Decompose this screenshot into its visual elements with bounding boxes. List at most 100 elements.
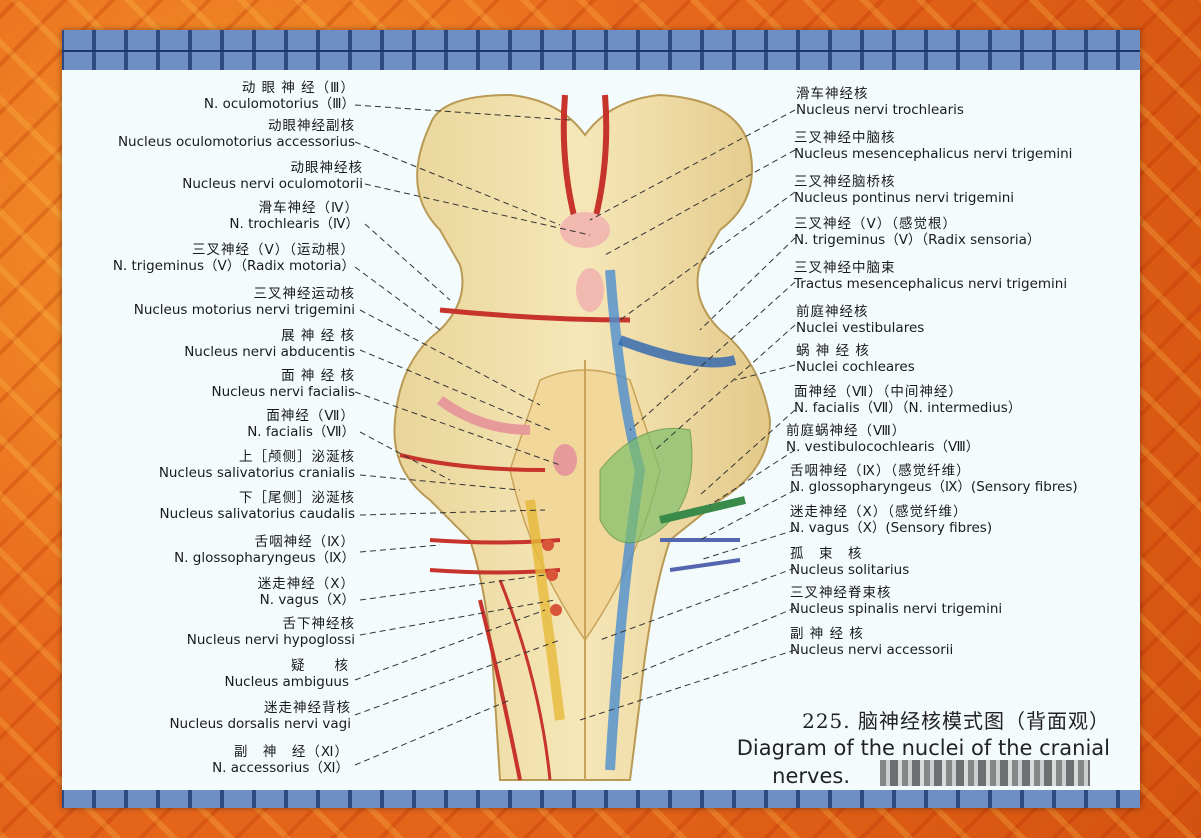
label-en: N. oculomotorius（Ⅲ）: [203, 96, 355, 112]
label-zh: 面神经（Ⅶ）（中间神经）: [794, 384, 963, 400]
label-zh: 迷走神经（Ⅹ）（感觉纤维）: [790, 504, 968, 520]
caption-title-en-1: Diagram of the nuclei of the cranial: [736, 736, 1110, 760]
label-en: Nucleus motorius nervi trigemini: [133, 302, 355, 318]
label-zh: 疑 核: [291, 658, 349, 674]
label-accessory-oculomotor-nucleus: 动眼神经副核 Nucleus oculomotorius accessorius: [118, 118, 355, 150]
label-zh: 迷走神经（Ⅹ）: [257, 576, 355, 592]
label-zh: 三叉神经中脑束: [794, 260, 896, 276]
label-en: N. vagus（Ⅹ）: [259, 592, 355, 608]
label-en: N. trigeminus（Ⅴ）（Radix sensoria）: [794, 232, 1041, 248]
label-abducens-nucleus: 展 神 经 核 Nucleus nervi abducentis: [184, 328, 355, 360]
label-en: Nucleus oculomotorius accessorius: [117, 134, 355, 150]
label-en: N. trochlearis（Ⅳ）: [229, 216, 359, 232]
label-nucleus-ambiguus: 疑 核 Nucleus ambiguus: [225, 658, 349, 690]
label-en: N. glossopharyngeus（Ⅸ）(Sensory fibres): [790, 479, 1078, 495]
bottom-border-band: [62, 790, 1140, 808]
label-en: N. vagus（Ⅹ）(Sensory fibres): [790, 520, 993, 536]
label-vagus-sensory: 迷走神经（Ⅹ）（感觉纤维） N. vagus（Ⅹ）(Sensory fibres…: [790, 504, 992, 536]
label-dorsal-vagal-nucleus: 迷走神经背核 Nucleus dorsalis nervi vagi: [169, 700, 351, 732]
label-en: N. facialis（Ⅶ）: [247, 424, 355, 440]
label-en: Nucleus nervi hypoglossi: [186, 632, 355, 648]
label-zh: 展 神 经 核: [281, 328, 355, 344]
label-zh: 舌下神经核: [282, 616, 355, 632]
label-zh: 舌咽神经（Ⅸ）（感觉纤维）: [790, 463, 971, 479]
label-zh: 滑车神经核: [796, 86, 869, 102]
label-zh: 前庭蜗神经（Ⅷ）: [786, 423, 907, 439]
publisher-stamp: [880, 760, 1090, 786]
label-trochlear-nucleus: 滑车神经核 Nucleus nervi trochlearis: [796, 86, 964, 118]
caption-title-en-2: nerves.: [772, 764, 850, 788]
label-zh: 动眼神经副核: [268, 118, 355, 134]
label-en: Nucleus nervi abducentis: [184, 344, 355, 360]
label-zh: 动眼神经核: [290, 160, 363, 176]
label-zh: 三叉神经脊束核: [790, 585, 892, 601]
label-en: Nucleus spinalis nervi trigemini: [790, 601, 1003, 617]
label-en: Nucleus ambiguus: [224, 674, 349, 690]
label-zh: 迷走神经背核: [264, 700, 351, 716]
label-zh: 面神经（Ⅶ）: [266, 408, 355, 424]
label-vagus-nerve: 迷走神经（Ⅹ） N. vagus（Ⅹ）: [258, 576, 355, 608]
label-en: N. trigeminus（Ⅴ）（Radix motoria）: [112, 258, 355, 274]
label-en: Nuclei cochleares: [796, 359, 915, 375]
label-en: Nucleus mesencephalicus nervi trigemini: [794, 146, 1073, 162]
label-en: Nucleus nervi trochlearis: [796, 102, 964, 118]
label-en: Nucleus dorsalis nervi vagi: [169, 716, 351, 732]
label-pontine-trigeminal-nucleus: 三叉神经脑桥核 Nucleus pontinus nervi trigemini: [794, 174, 1014, 206]
label-trigeminal-motor-nucleus: 三叉神经运动核 Nucleus motorius nervi trigemini: [134, 286, 355, 318]
caption-title-zh: 225. 脑神经核模式图（背面观）: [660, 705, 1110, 734]
label-hypoglossal-nucleus: 舌下神经核 Nucleus nervi hypoglossi: [187, 616, 355, 648]
label-mesencephalic-tract: 三叉神经中脑束 Tractus mesencephalicus nervi tr…: [794, 260, 1067, 292]
label-en: Tractus mesencephalicus nervi trigemini: [794, 276, 1068, 292]
label-zh: 孤 束 核: [790, 546, 863, 562]
label-en: N. glossopharyngeus（Ⅸ）: [174, 550, 355, 566]
label-mesencephalic-trigeminal-nucleus: 三叉神经中脑核 Nucleus mesencephalicus nervi tr…: [794, 130, 1072, 162]
label-zh: 副 神 经（Ⅺ）: [233, 744, 349, 760]
label-zh: 上［颅侧］泌涎核: [239, 449, 355, 465]
label-zh: 动 眼 神 经（Ⅲ）: [241, 80, 355, 96]
label-zh: 前庭神经核: [796, 304, 869, 320]
label-solitary-nucleus: 孤 束 核 Nucleus solitarius: [790, 546, 909, 578]
label-accessory-nerve: 副 神 经（Ⅺ） N. accessorius（Ⅺ）: [212, 744, 349, 776]
label-zh: 舌咽神经（Ⅸ）: [254, 534, 355, 550]
label-zh: 三叉神经（Ⅴ）（运动根）: [192, 242, 355, 258]
label-en: Nucleus salivatorius caudalis: [159, 506, 355, 522]
label-zh: 面 神 经 核: [281, 368, 355, 384]
label-oculomotor-nucleus: 动眼神经核 Nucleus nervi oculomotorii: [182, 160, 363, 192]
label-en: Nuclei vestibulares: [796, 320, 925, 336]
label-accessory-nucleus: 副 神 经 核 Nucleus nervi accessorii: [790, 626, 953, 658]
label-zh: 蜗 神 经 核: [796, 343, 870, 359]
label-vestibulocochlear-nerve: 前庭蜗神经（Ⅷ） N. vestibulocochlearis（Ⅷ）: [786, 423, 979, 455]
label-zh: 副 神 经 核: [790, 626, 864, 642]
label-zh: 三叉神经脑桥核: [794, 174, 896, 190]
label-salivatory-cranialis: 上［颅侧］泌涎核 Nucleus salivatorius cranialis: [159, 449, 355, 481]
label-trigeminal-sensory-root: 三叉神经（Ⅴ）（感觉根） N. trigeminus（Ⅴ）（Radix sens…: [794, 216, 1040, 248]
figure-caption: 225. 脑神经核模式图（背面观） Diagram of the nuclei …: [660, 705, 1110, 790]
caption-zh-text: 脑神经核模式图（背面观）: [858, 709, 1110, 733]
label-facial-nerve: 面神经（Ⅶ） N. facialis（Ⅶ）: [247, 408, 355, 440]
label-glossopharyngeal-sensory: 舌咽神经（Ⅸ）（感觉纤维） N. glossopharyngeus（Ⅸ）(Sen…: [790, 463, 1078, 495]
label-zh: 下［尾侧］泌涎核: [239, 490, 355, 506]
label-cochlear-nuclei: 蜗 神 经 核 Nuclei cochleares: [796, 343, 915, 375]
label-zh: 滑车神经（Ⅳ）: [258, 200, 359, 216]
figure-number: 225.: [802, 709, 851, 733]
label-salivatory-caudalis: 下［尾侧］泌涎核 Nucleus salivatorius caudalis: [160, 490, 355, 522]
label-en: Nucleus nervi facialis: [211, 384, 355, 400]
label-en: Nucleus nervi oculomotorii: [182, 176, 363, 192]
label-trochlear-nerve: 滑车神经（Ⅳ） N. trochlearis（Ⅳ）: [229, 200, 359, 232]
label-facial-intermedius: 面神经（Ⅶ）（中间神经） N. facialis（Ⅶ）（N. intermedi…: [794, 384, 1021, 416]
label-zh: 三叉神经（Ⅴ）（感觉根）: [794, 216, 957, 232]
label-glossopharyngeal-nerve: 舌咽神经（Ⅸ） N. glossopharyngeus（Ⅸ）: [174, 534, 355, 566]
label-en: N. accessorius（Ⅺ）: [212, 760, 349, 776]
label-zh: 三叉神经中脑核: [794, 130, 896, 146]
label-en: N. vestibulocochlearis（Ⅷ）: [786, 439, 980, 455]
label-en: Nucleus solitarius: [790, 562, 910, 578]
top-border-band: [62, 30, 1140, 70]
label-spinal-trigeminal-nucleus: 三叉神经脊束核 Nucleus spinalis nervi trigemini: [790, 585, 1002, 617]
label-en: Nucleus nervi accessorii: [790, 642, 954, 658]
label-oculomotor-nerve: 动 眼 神 经（Ⅲ） N. oculomotorius（Ⅲ）: [204, 80, 355, 112]
label-en: Nucleus salivatorius cranialis: [158, 465, 355, 481]
label-facial-nucleus: 面 神 经 核 Nucleus nervi facialis: [212, 368, 355, 400]
label-en: Nucleus pontinus nervi trigemini: [794, 190, 1015, 206]
label-en: N. facialis（Ⅶ）（N. intermedius）: [794, 400, 1022, 416]
